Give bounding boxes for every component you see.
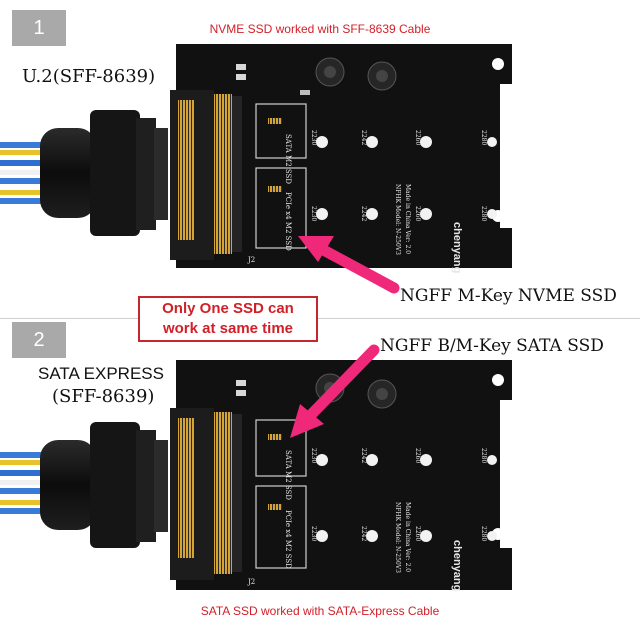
board1-j2-label: J2 [247, 256, 255, 264]
board1-slot-bottom-label: PCIe x4 M2 SSD [284, 192, 292, 251]
board2-hole-label-2242: 2242 [360, 448, 367, 463]
board2-brand-text: chenyang [451, 540, 463, 591]
arrow-to-nvme-slot [298, 236, 400, 294]
panel1-slot-label: NGFF M-Key NVME SSD [400, 286, 617, 306]
board1-slot-top-label: SATA M2 SSD [284, 134, 292, 184]
board2-hole-label-2280b: 2280 [480, 526, 487, 541]
board2-model-text: NFHK Model: N-250V3 [394, 502, 401, 573]
board1-origin-text: Made in China Ver: 2.0 [404, 184, 411, 254]
panel2-connector-label-line2: (SFF-8639) [52, 386, 155, 407]
single-ssd-note-line1: Only One SSD can [162, 300, 294, 317]
board2-hole-label-2260: 2260 [414, 448, 421, 463]
adapter-board-2: 2230 2242 2260 2280 2230 2242 2260 2280 … [0, 360, 512, 591]
board2-hole-label-2242b: 2242 [360, 526, 367, 541]
step-badge-2: 2 [12, 322, 66, 358]
board1-hole-label-2260: 2260 [414, 130, 421, 145]
board2-j2-label: J2 [247, 578, 255, 586]
board1-model-text: NFHK Model: N-250V3 [394, 184, 401, 255]
board1-hole-label-2242b: 2242 [360, 206, 367, 221]
single-ssd-note-line2: work at same time [162, 320, 294, 337]
panel2-slot-label: NGFF B/M-Key SATA SSD [380, 336, 604, 356]
single-ssd-note: Only One SSD can work at same time [138, 296, 318, 342]
board2-hole-label-2230b: 2230 [310, 526, 317, 541]
panel-divider [0, 318, 640, 319]
board2-hole-label-2230: 2230 [310, 448, 317, 463]
arrow-to-sata-slot [290, 344, 380, 438]
panel1-caption: NVME SSD worked with SFF-8639 Cable [209, 22, 431, 36]
board1-hole-label-2280b: 2280 [480, 206, 487, 221]
board1-hole-label-2230b: 2230 [310, 206, 317, 221]
board1-hole-label-2242: 2242 [360, 130, 367, 145]
panel2-caption: SATA SSD worked with SATA-Express Cable [200, 604, 440, 618]
board1-brand-text: chenyang [451, 222, 463, 273]
adapter-board-1: 2230 2242 2260 2280 2230 2242 2260 2280 … [0, 44, 512, 273]
board2-hole-label-2260b: 2260 [414, 526, 421, 541]
step-badge-1: 1 [12, 10, 66, 46]
panel2-connector-label-line1: SATA EXPRESS [38, 364, 164, 383]
board1-hole-label-2230: 2230 [310, 130, 317, 145]
board2-slot-top-label: SATA M2 SSD [284, 450, 292, 500]
board2-origin-text: Made in China Ver: 2.0 [404, 502, 411, 572]
board2-slot-bottom-label: PCIe x4 M2 SSD [284, 510, 292, 569]
board2-hole-label-2280: 2280 [480, 448, 487, 463]
board1-hole-label-2260b: 2260 [414, 206, 421, 221]
board1-hole-label-2280: 2280 [480, 130, 487, 145]
panel1-connector-label: U.2(SFF-8639) [22, 66, 156, 87]
